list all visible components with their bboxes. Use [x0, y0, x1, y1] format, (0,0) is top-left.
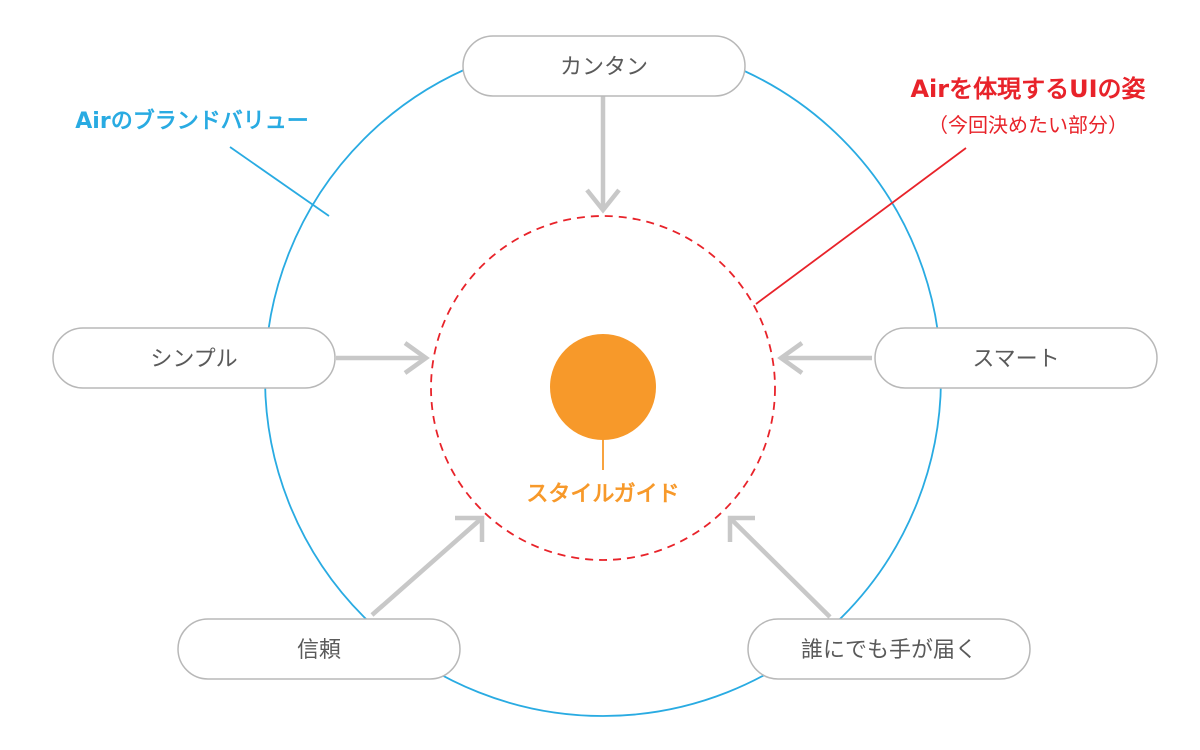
- arrow-bottom-right: [727, 515, 832, 619]
- pill-right: スマート: [874, 327, 1158, 389]
- ui-form-circle: [430, 215, 776, 561]
- center-label: スタイルガイド: [526, 482, 679, 507]
- pill-bottom-right: 誰にでも手が届く: [747, 618, 1031, 680]
- pill-right-label: スマート: [972, 347, 1059, 372]
- pill-left: シンプル: [52, 327, 336, 389]
- pill-top: カンタン: [462, 35, 746, 97]
- pill-top-label: カンタン: [560, 55, 648, 80]
- arrow-right: [777, 341, 872, 375]
- pill-left-label: シンプル: [150, 347, 237, 372]
- brand-value-label: Airのブランドバリュー: [75, 108, 308, 134]
- center-dot: [550, 334, 656, 440]
- pill-bottom-left-label: 信頼: [297, 638, 341, 663]
- ui-form-leader-line: [755, 147, 967, 305]
- ui-form-title: Airを体現するUIの姿: [910, 75, 1145, 103]
- brand-value-leader-line: [229, 146, 330, 217]
- pill-bottom-left: 信頼: [177, 618, 461, 680]
- arrow-left: [336, 341, 430, 375]
- arrow-top: [585, 96, 621, 214]
- pill-bottom-right-label: 誰にでも手が届く: [801, 638, 977, 663]
- ui-form-subtitle: （今回決めたい部分）: [928, 113, 1128, 137]
- arrow-bottom-left: [370, 515, 485, 617]
